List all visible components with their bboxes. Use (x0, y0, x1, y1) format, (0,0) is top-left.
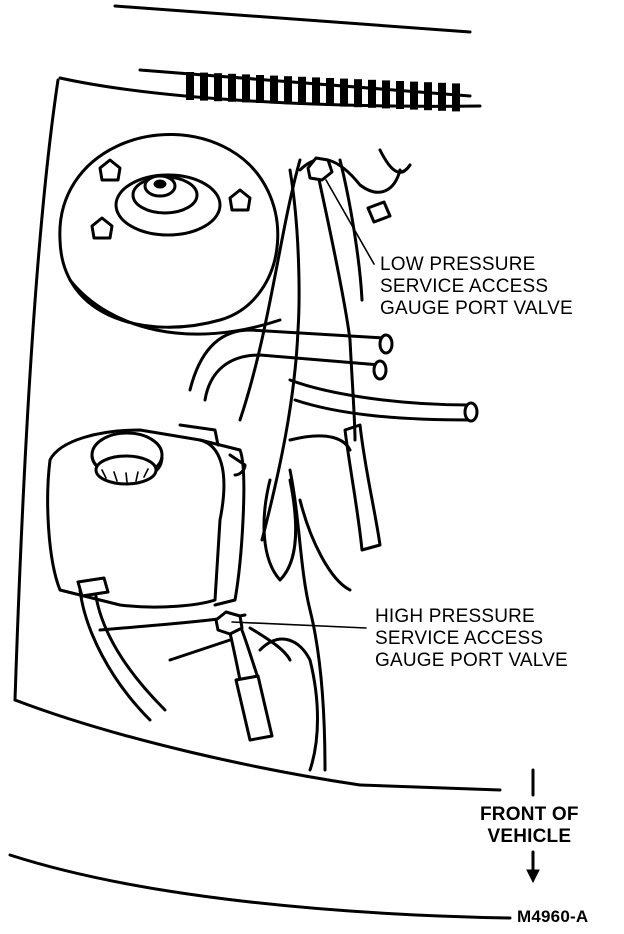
grille-slat (354, 79, 362, 108)
ac-vertical-hoses (260, 328, 382, 552)
grille-slat (214, 73, 222, 102)
grille-slat (200, 72, 208, 101)
low-pressure-label-line-1: LOW PRESSURE (380, 254, 536, 275)
cowl-vent-grille (186, 72, 460, 112)
high-pressure-label-line-1: HIGH PRESSURE (375, 606, 535, 627)
grille-slat (242, 74, 250, 103)
grille-slat (340, 78, 348, 107)
wheel-well (258, 434, 352, 772)
grille-slat (186, 72, 194, 100)
ac-hose-bundle (188, 328, 479, 423)
inner-fender-panel (238, 158, 364, 422)
front-arrow (526, 768, 540, 884)
ac-low-pressure-hose (288, 148, 412, 342)
high-pressure-label-line-3: GAUGE PORT VALVE (375, 650, 568, 671)
ac-high-pressure-line (214, 610, 292, 742)
grille-slat (284, 76, 292, 105)
grille-slat (256, 75, 264, 103)
figure-id: M4960-A (517, 907, 589, 926)
grille-slat (228, 73, 236, 102)
leader-lines (231, 179, 375, 629)
front-of-vehicle-line-2: VEHICLE (487, 826, 572, 847)
high-pressure-label-line-2: SERVICE ACCESS (375, 628, 544, 649)
grille-slat (382, 80, 390, 109)
front-of-vehicle-label: FRONT OF VEHICLE (480, 804, 579, 848)
grille-slat (410, 81, 418, 110)
grille-slat (396, 81, 404, 109)
low-pressure-port-label: LOW PRESSURE SERVICE ACCESS GAUGE PORT V… (380, 254, 573, 320)
grille-slat (298, 76, 306, 105)
grille-slat (452, 83, 460, 112)
grille-slat (438, 82, 446, 111)
fender-outline (8, 78, 512, 920)
grille-slat (270, 75, 278, 104)
grille-slat (368, 79, 376, 108)
low-pressure-label-line-2: SERVICE ACCESS (380, 276, 549, 297)
coolant-reservoir (46, 423, 247, 609)
grille-slat (424, 82, 432, 111)
low-pressure-label-line-3: GAUGE PORT VALVE (380, 298, 573, 319)
strut-tower (58, 133, 282, 336)
high-pressure-port-label: HIGH PRESSURE SERVICE ACCESS GAUGE PORT … (375, 606, 568, 672)
grille-slat (326, 78, 334, 106)
front-of-vehicle-line-1: FRONT OF (480, 804, 579, 825)
grille-slat (312, 77, 320, 106)
